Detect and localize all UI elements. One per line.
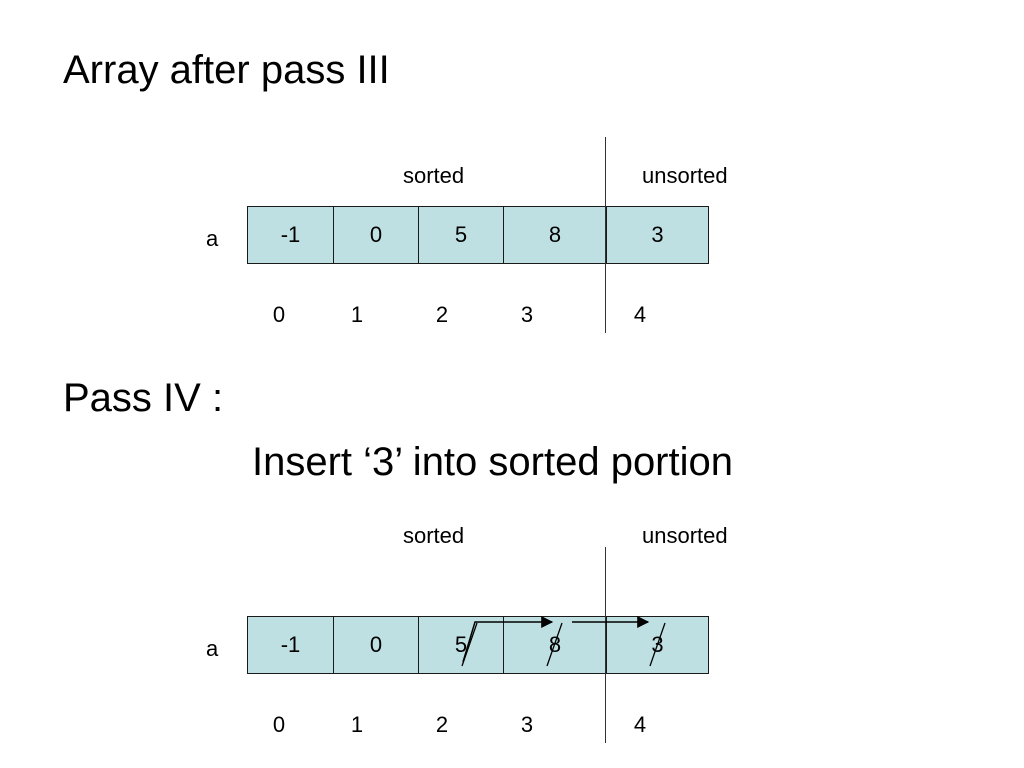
array-name-2: a [206, 636, 219, 661]
array-cell: 0 [333, 616, 419, 674]
slide-title: Array after pass III [63, 48, 390, 92]
array-cell: 5 [418, 616, 504, 674]
sorted-label-2: sorted [403, 523, 465, 548]
array-name-1: a [206, 226, 219, 251]
index-label: 3 [520, 712, 534, 737]
index-label: 2 [435, 302, 449, 327]
index-label: 3 [520, 302, 534, 327]
index-label: 4 [633, 712, 647, 737]
index-label: 1 [350, 712, 364, 737]
unsorted-label-1: unsorted [642, 163, 728, 188]
array-cell: 5 [418, 206, 504, 264]
strike-mark [649, 622, 666, 667]
index-label: 1 [350, 302, 364, 327]
shift-arrow [462, 616, 554, 663]
array-row-1: -1 0 5 8 3 [247, 206, 709, 264]
index-label: 0 [272, 302, 286, 327]
index-label: 2 [435, 712, 449, 737]
sorted-unsorted-divider-2 [605, 547, 606, 743]
array-cell: 3 [606, 206, 709, 264]
array-cell: 8 [503, 206, 607, 264]
sorted-label-1: sorted [403, 163, 465, 188]
array-cell: -1 [247, 616, 334, 674]
sorted-unsorted-divider-1 [605, 137, 606, 333]
index-label: 4 [633, 302, 647, 327]
unsorted-label-2: unsorted [642, 523, 728, 548]
array-cell: -1 [247, 206, 334, 264]
array-row-2: -1 0 5 8 3 [247, 616, 709, 674]
index-label: 0 [272, 712, 286, 737]
strike-mark [546, 622, 563, 667]
instruction-text: Insert ‘3’ into sorted portion [252, 440, 733, 484]
pass-heading: Pass IV : [63, 376, 224, 420]
